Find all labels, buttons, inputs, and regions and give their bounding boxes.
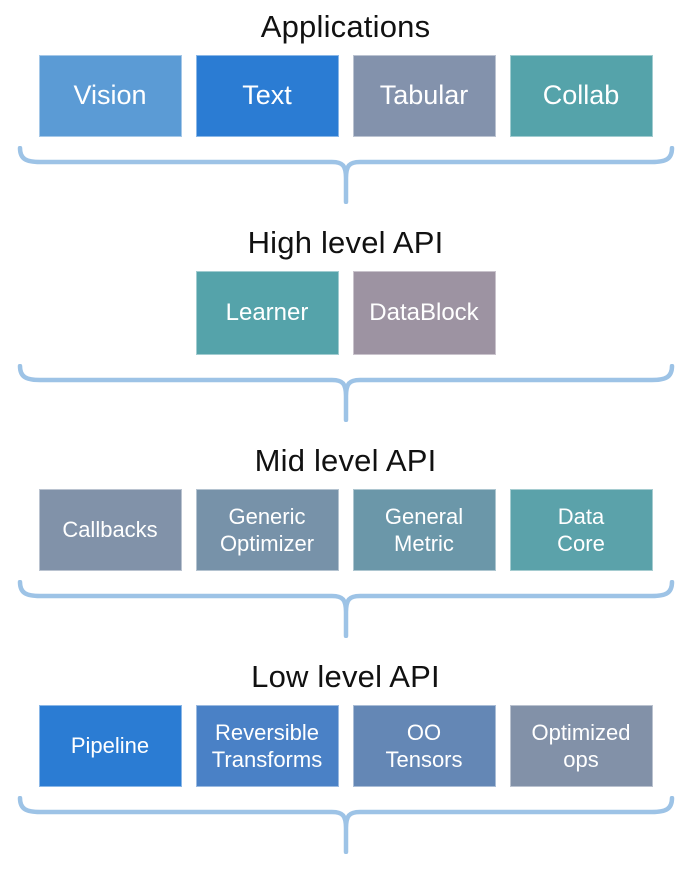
box-label: Learner — [225, 299, 309, 326]
box-label: Vision — [73, 80, 147, 111]
brace — [0, 364, 691, 422]
box-label: Text — [242, 80, 292, 111]
box-collab: Collab — [509, 55, 653, 137]
section-title: Mid level API — [254, 443, 437, 478]
box-label: Pipeline — [70, 733, 150, 759]
brace — [0, 146, 691, 204]
box-label: Tabular — [379, 80, 469, 111]
section-title: Applications — [260, 9, 431, 44]
curly-brace-icon — [17, 796, 674, 854]
box-text: Text — [195, 55, 339, 137]
section-title: Low level API — [251, 659, 440, 694]
box-label: Data Core — [557, 503, 605, 557]
section-low-level-api: Low level API Pipeline Reversible Transfor… — [0, 658, 691, 854]
box-label: DataBlock — [369, 299, 479, 326]
section-mid-level-api: Mid level API Callbacks Generic Optimizer G… — [0, 442, 691, 638]
box-vision: Vision — [38, 55, 182, 137]
box-tabular: Tabular — [352, 55, 496, 137]
brace — [0, 796, 691, 854]
box-pipeline: Pipeline — [38, 705, 182, 787]
section-high-level-api: High level API Learner DataBlock — [0, 224, 691, 422]
box-label: Generic Optimizer — [219, 503, 315, 557]
box-label: Optimized ops — [531, 719, 631, 773]
brace — [0, 580, 691, 638]
box-row: Callbacks Generic Optimizer General Metric… — [0, 489, 691, 571]
box-label: General Metric — [384, 503, 464, 557]
box-datablock: DataBlock — [352, 271, 496, 355]
box-callbacks: Callbacks — [38, 489, 182, 571]
box-label: Callbacks — [62, 517, 158, 543]
box-reversible-transforms: Reversible Transforms — [195, 705, 339, 787]
box-row: Pipeline Reversible Transforms OO Tensors O… — [0, 705, 691, 787]
box-data-core: Data Core — [509, 489, 653, 571]
curly-brace-icon — [17, 146, 674, 204]
box-oo-tensors: OO Tensors — [352, 705, 496, 787]
curly-brace-icon — [17, 364, 674, 422]
box-learner: Learner — [195, 271, 339, 355]
box-generic-optimizer: Generic Optimizer — [195, 489, 339, 571]
box-label: Collab — [542, 80, 620, 111]
box-row: Vision Text Tabular Collab — [0, 55, 691, 137]
curly-brace-icon — [17, 580, 674, 638]
box-optimized-ops: Optimized ops — [509, 705, 653, 787]
box-label: Reversible Transforms — [211, 719, 323, 773]
box-label: OO Tensors — [385, 719, 463, 773]
box-row: Learner DataBlock — [0, 271, 691, 355]
box-general-metric: General Metric — [352, 489, 496, 571]
section-title: High level API — [247, 225, 444, 260]
